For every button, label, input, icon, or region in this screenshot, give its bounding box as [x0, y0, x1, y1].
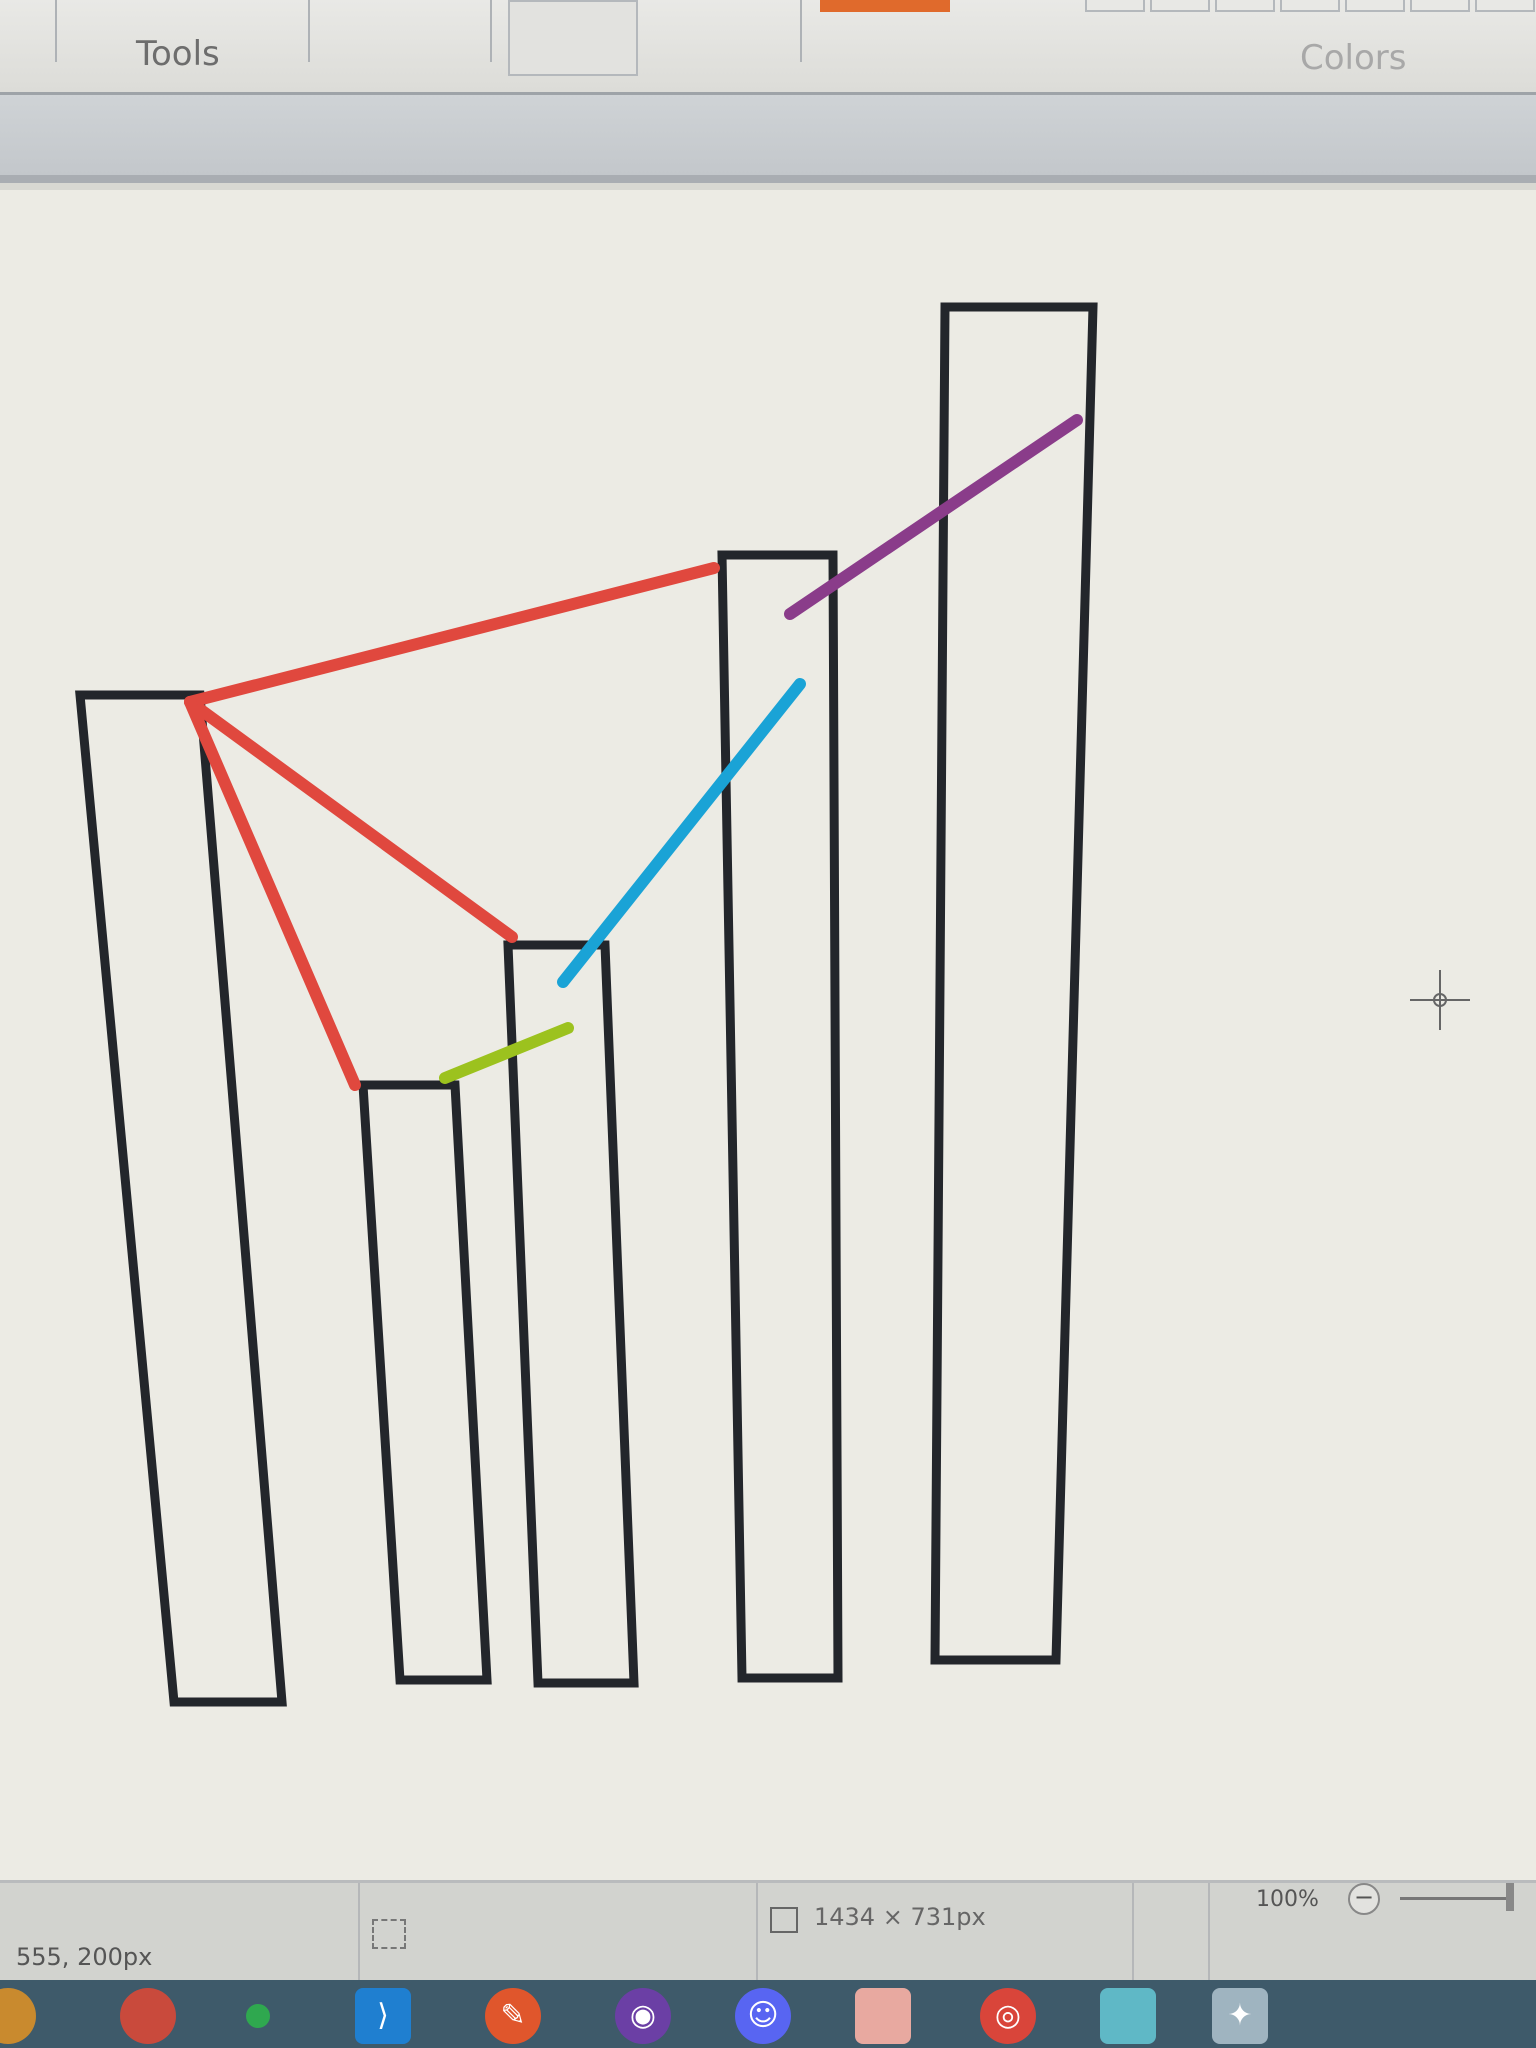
green-line: [439, 1022, 574, 1084]
paint-palette-icon[interactable]: ✦: [1212, 1988, 1268, 2044]
color-swatch[interactable]: [1085, 0, 1145, 12]
ribbon-toolbar: Tools Colors: [0, 0, 1536, 95]
blue-line: [557, 678, 806, 988]
color-swatch[interactable]: [1280, 0, 1340, 12]
color-swatch[interactable]: [1215, 0, 1275, 12]
status-separator: [1208, 1883, 1210, 1983]
color-swatch[interactable]: [1345, 0, 1405, 12]
media-app-icon[interactable]: ◉: [615, 1988, 671, 2044]
drawn-rectangle: [75, 690, 287, 1707]
ribbon-button[interactable]: [508, 0, 638, 76]
drawn-rectangle: [930, 302, 1098, 1665]
primary-color-swatch[interactable]: [820, 0, 950, 12]
status-bar: 555, 200px 1434 × 731px 100% −: [0, 1880, 1536, 1983]
red-line: [184, 562, 720, 708]
status-separator: [358, 1883, 360, 1983]
taskbar: ⟩ ✎ ◉ ☺ ◎ ✦: [0, 1980, 1536, 2048]
color-swatch[interactable]: [1150, 0, 1210, 12]
drawn-rectangle: [503, 940, 639, 1688]
status-separator: [756, 1883, 758, 1983]
ribbon-separator: [55, 0, 57, 62]
ribbon-separator: [308, 0, 310, 62]
color-swatch[interactable]: [1475, 0, 1535, 12]
purple-line: [784, 414, 1083, 620]
app-icon[interactable]: [0, 1988, 36, 2044]
colorful-app-icon[interactable]: [855, 1988, 911, 2044]
selection-size-icon: [372, 1919, 406, 1949]
zoom-slider-thumb[interactable]: [1506, 1883, 1514, 1911]
ribbon-separator: [800, 0, 802, 62]
color-swatch[interactable]: [1410, 0, 1470, 12]
colors-group-label: Colors: [1300, 38, 1407, 78]
paint-tool-icon[interactable]: [120, 1988, 176, 2044]
ribbon-separator: [490, 0, 492, 62]
vscode-icon[interactable]: ⟩: [355, 1988, 411, 2044]
photo-app-icon[interactable]: [1100, 1988, 1156, 2044]
cursor-position-readout: 555, 200px: [16, 1943, 153, 1971]
discord-icon[interactable]: ☺: [735, 1988, 791, 2044]
zoom-level: 100%: [1256, 1887, 1319, 1912]
pen-app-icon[interactable]: ✎: [485, 1988, 541, 2044]
canvas-top-margin: [0, 95, 1536, 183]
zoom-out-button[interactable]: −: [1348, 1883, 1380, 1915]
zoom-slider-track[interactable]: [1400, 1897, 1510, 1900]
crosshair-cursor-icon: [1410, 970, 1470, 1030]
drawing-canvas[interactable]: [0, 190, 1536, 1880]
canvas-drawing: [75, 302, 1098, 1707]
drawn-rectangle: [358, 1080, 492, 1685]
chrome-icon[interactable]: ◎: [980, 1988, 1036, 2044]
canvas-size-readout: 1434 × 731px: [814, 1903, 986, 1931]
red-line: [184, 696, 361, 1091]
red-line: [184, 696, 518, 943]
drawn-rectangle: [717, 550, 843, 1683]
canvas-size-icon: [770, 1907, 798, 1933]
green-dot-icon[interactable]: [246, 2004, 270, 2028]
status-separator: [1132, 1883, 1134, 1983]
tools-group-label: Tools: [136, 34, 220, 74]
